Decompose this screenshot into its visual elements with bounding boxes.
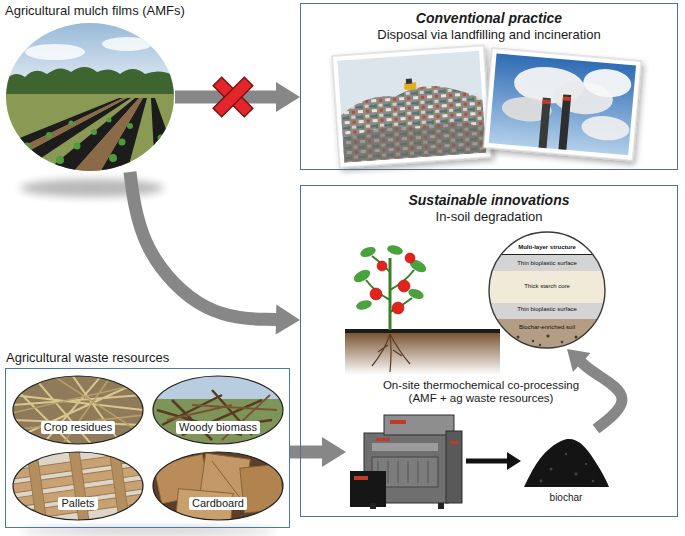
resource-oval-shape: [12, 451, 144, 521]
node-sublabel: Biochar-enriched soil: [488, 323, 606, 331]
arrow-shaft: [130, 172, 277, 320]
flow-arrow: [290, 437, 346, 467]
arrow-head: [567, 349, 591, 372]
tomato-plant: [366, 256, 414, 312]
node-label: Sustainable innovations: [301, 192, 677, 209]
drop-shadow: [20, 527, 276, 535]
tomato-plant: [359, 245, 377, 259]
reactor-unit-picture: [350, 415, 462, 509]
resource-oval: Pallets: [12, 451, 144, 521]
zoom-circle: Multi-layer structureThin bioplastic sur…: [488, 231, 606, 349]
landfill-photo: [337, 51, 486, 163]
flow-arrow: [130, 172, 300, 335]
reactor-unit-shape: [346, 411, 466, 511]
incineration-photo: [558, 94, 571, 149]
tomato-plant: [386, 244, 404, 257]
tomato-plant: [345, 333, 500, 375]
oval-outline: [153, 452, 283, 520]
arrow-shaft: [581, 362, 622, 429]
tomato-plant: [389, 258, 392, 330]
arrow-head: [322, 437, 346, 467]
node-label: Multi-layer structure: [488, 243, 606, 251]
biochar-pile-picture: [524, 439, 609, 487]
arrow-head: [276, 82, 300, 112]
incineration-photo: [542, 100, 550, 105]
resource-oval: Woody biomass: [152, 375, 284, 445]
landfill-photo: [332, 45, 491, 167]
tomato-plant: [392, 302, 404, 314]
red-cross: [213, 77, 253, 117]
practice-box: Conventional practiceDisposal via landfi…: [300, 3, 678, 170]
node-label: Crop residues: [41, 421, 115, 434]
arrow-shaft: [290, 446, 323, 459]
incineration-photo: [580, 114, 630, 142]
arrow-head: [507, 452, 521, 470]
tomato-plant: [370, 288, 382, 300]
node-sublabel: Disposal via landfilling and incineratio…: [301, 27, 677, 43]
landfill-photo: [342, 120, 486, 162]
incineration-photo: [483, 48, 641, 161]
resource-oval: Crop residues: [12, 375, 144, 445]
node-sublabel: Thick starch core: [488, 282, 606, 290]
tomato-plant: [352, 267, 373, 285]
reactor-unit: On-site thermochemical co-processing (AM…: [346, 411, 466, 511]
landfill-photo: [406, 78, 412, 83]
tomato-plant: [372, 334, 410, 372]
tomato-plant: [355, 299, 373, 312]
incineration-photo: [563, 96, 571, 101]
waste-frame: Agricultural waste resourcesCrop residue…: [5, 368, 290, 528]
arrow-head: [276, 305, 300, 335]
circle-outline: [489, 232, 605, 348]
tomato-plant: [407, 287, 425, 301]
photo-oval-shape: [5, 22, 175, 172]
node-label: biochar: [521, 491, 611, 504]
tomato-plant: [345, 244, 500, 375]
photo-oval-picture: [0, 22, 181, 172]
resource-oval-shape: [152, 451, 284, 521]
resource-oval-picture: [12, 375, 144, 445]
resource-oval-shape: [12, 375, 144, 445]
landfill-photo: [340, 82, 487, 162]
incineration-photo: [582, 67, 632, 99]
tomato-plant: [405, 253, 415, 263]
arrow-shaft: [466, 459, 508, 464]
red-cross: [226, 90, 240, 104]
node-sublabel: Thin bioplastic surface: [488, 259, 606, 267]
drop-shadow: [20, 179, 164, 197]
incineration-photo: [483, 48, 641, 161]
incineration-photo: [489, 53, 636, 155]
biochar-pile-shape: [521, 429, 611, 489]
node-label: On-site thermochemical co-processing (AM…: [376, 379, 586, 405]
node-label: Conventional practice: [301, 10, 677, 27]
resource-oval-picture: [152, 375, 284, 445]
tomato-plant: [398, 280, 410, 292]
practice-box: Sustainable innovationsIn-soil degradati…: [300, 185, 678, 517]
resource-oval-shape: [152, 375, 284, 445]
red-cross: [213, 77, 253, 117]
node-sublabel: Thin bioplastic surface: [488, 305, 606, 313]
photo-oval: Agricultural mulch films (AMFs): [5, 22, 175, 172]
node-sublabel: In-soil degradation: [301, 209, 677, 225]
tomato-plant: [345, 329, 500, 333]
incineration-photo: [539, 98, 551, 149]
node-label: Woody biomass: [176, 421, 260, 434]
oval-outline: [13, 452, 143, 520]
oval-outline: [153, 376, 283, 444]
flow-arrow: [466, 452, 521, 470]
landfill-photo: [332, 45, 491, 167]
node-label: Pallets: [58, 497, 97, 510]
red-cross: [213, 77, 253, 117]
zoom-circle-picture: [488, 231, 606, 349]
tomato-plant: [377, 261, 387, 271]
node-label: Agricultural waste resources: [6, 350, 289, 366]
oval-outline: [13, 376, 143, 444]
resource-oval: Cardboard: [152, 451, 284, 521]
node-label: Agricultural mulch films (AMFs): [5, 3, 175, 19]
resource-oval-picture: [8, 442, 148, 530]
biochar-pile: biochar: [521, 429, 611, 509]
node-label: Cardboard: [189, 497, 247, 510]
resource-oval-picture: [152, 451, 284, 523]
